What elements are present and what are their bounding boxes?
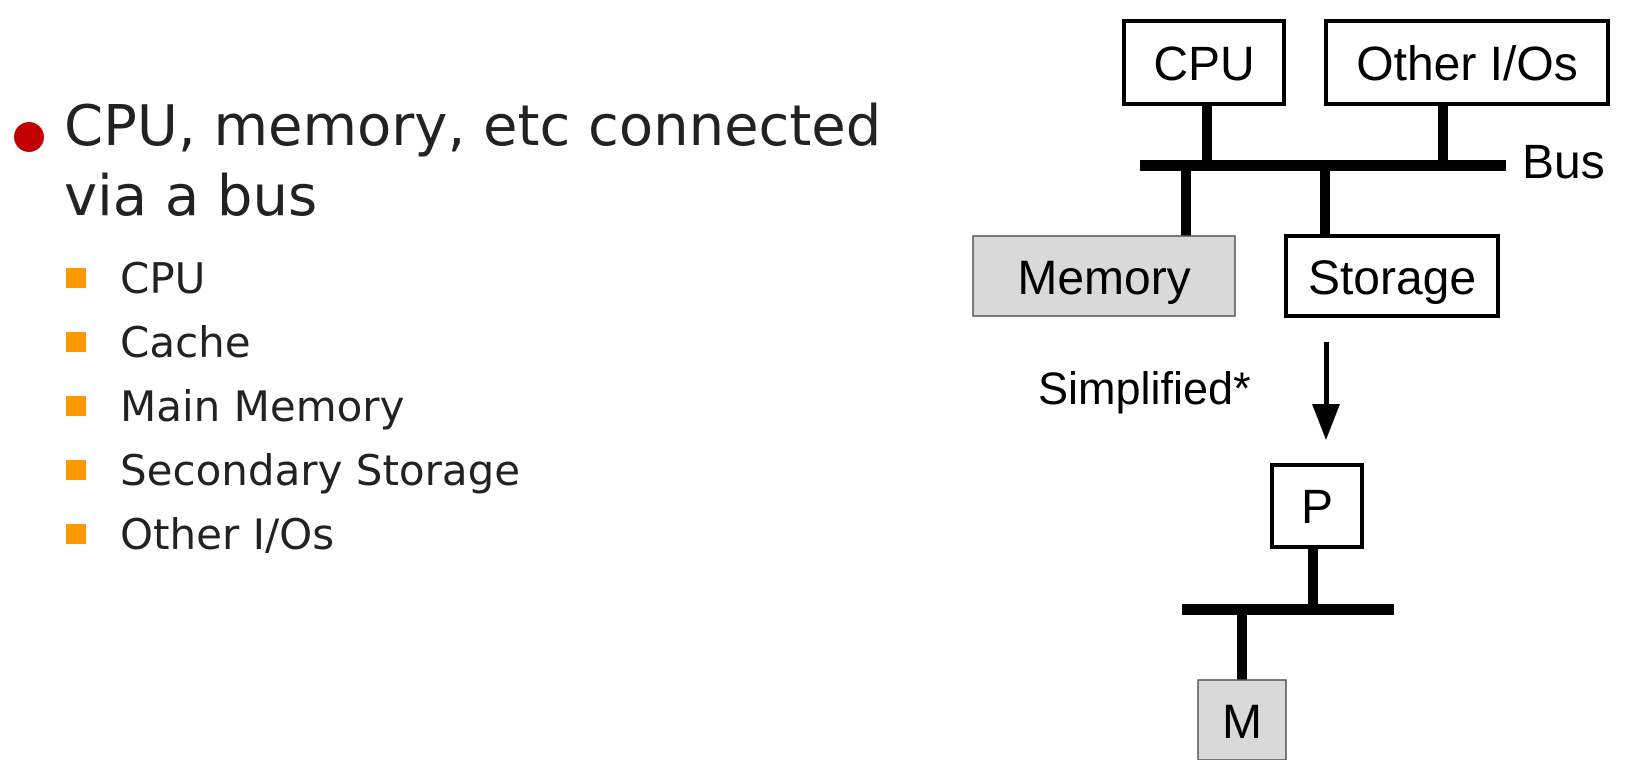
- cpu-bus-connector: [1202, 102, 1212, 162]
- bus-label: Bus: [1522, 136, 1605, 189]
- sub-bullet-item: Cache: [66, 310, 520, 374]
- arrow-label: Simplified*: [1038, 363, 1251, 414]
- sub-bullet-label: Secondary Storage: [120, 445, 521, 495]
- arrow-shaft: [1324, 342, 1329, 406]
- main-bullet-dot: [14, 122, 44, 152]
- simplified-diagram: P M: [1182, 463, 1394, 760]
- sub-bullet-item: Main Memory: [66, 374, 520, 438]
- sub-bullet-square: [66, 396, 86, 416]
- sub-bullet-label: Cache: [120, 317, 251, 367]
- sub-bullet-list: CPU Cache Main Memory Secondary Storage …: [66, 246, 520, 566]
- sub-bullet-item: Other I/Os: [66, 502, 520, 566]
- storage-box-label: Storage: [1308, 252, 1476, 305]
- cpu-box: CPU: [1122, 19, 1286, 106]
- other-ios-bus-connector: [1438, 102, 1448, 162]
- processor-box: P: [1270, 463, 1364, 549]
- system-bus-line: [1140, 160, 1506, 171]
- sub-bullet-item: CPU: [66, 246, 520, 310]
- memory-box-label: Memory: [1017, 252, 1190, 305]
- main-bullet-line-1: CPU, memory, etc connected: [64, 94, 882, 159]
- simplified-bus-line: [1182, 604, 1394, 615]
- sub-bullet-square: [66, 268, 86, 288]
- other-ios-box: Other I/Os: [1324, 19, 1610, 106]
- processor-box-label: P: [1301, 481, 1333, 534]
- sub-bullet-label: Main Memory: [120, 381, 405, 431]
- sub-bullet-square: [66, 460, 86, 480]
- storage-box: Storage: [1284, 234, 1500, 318]
- storage-bus-connector: [1320, 160, 1330, 236]
- main-bullet-line-2: via a bus: [64, 164, 318, 229]
- sub-bullet-item: Secondary Storage: [66, 438, 520, 502]
- memory-simplified-connector: [1237, 608, 1247, 680]
- simplify-arrow: Simplified*: [1038, 342, 1340, 440]
- sub-bullet-label: CPU: [120, 253, 206, 303]
- arrow-head: [1312, 404, 1340, 440]
- sub-bullet-square: [66, 524, 86, 544]
- memory-box: Memory: [972, 235, 1236, 317]
- simplified-memory-box-label: M: [1222, 696, 1262, 749]
- memory-bus-connector: [1181, 160, 1191, 236]
- sub-bullet-label: Other I/Os: [120, 509, 335, 559]
- sub-bullet-square: [66, 332, 86, 352]
- processor-bus-connector: [1308, 546, 1318, 608]
- main-bullet: CPU, memory, etc connected via a bus: [12, 92, 972, 232]
- simplified-memory-box: M: [1197, 679, 1287, 760]
- full-bus-diagram: CPU Other I/Os Bus Memory Storage: [972, 19, 1610, 318]
- cpu-box-label: CPU: [1153, 38, 1254, 91]
- other-ios-box-label: Other I/Os: [1356, 38, 1577, 91]
